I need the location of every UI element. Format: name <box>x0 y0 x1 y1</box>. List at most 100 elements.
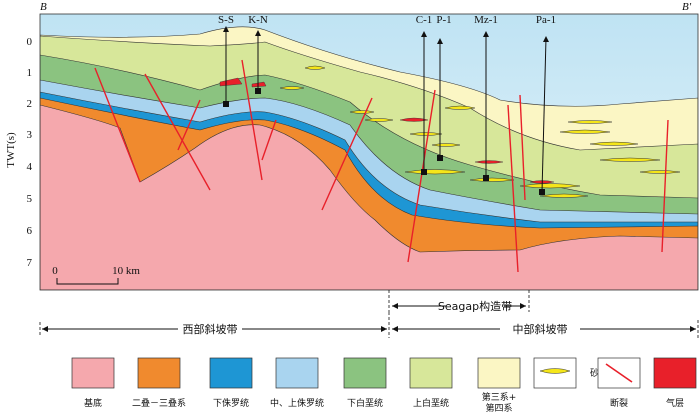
arrowhead-icon <box>483 31 489 37</box>
sand-body <box>304 65 326 70</box>
fault-line <box>144 73 211 191</box>
west-slope-bracket: 西部斜坡带 <box>39 312 390 338</box>
arrowhead-left-icon <box>392 326 398 332</box>
fault-line <box>661 119 669 253</box>
legend-item-fault: 断裂 <box>597 357 641 409</box>
arrowhead-icon <box>421 31 427 37</box>
sand-body <box>539 193 589 198</box>
legend-swatch <box>477 357 521 389</box>
legend-item-lower-jurassic: 下侏罗统 <box>209 357 253 409</box>
sand-body <box>639 170 681 174</box>
well-bottom-marker <box>437 155 443 161</box>
y-tick-label: 5 <box>27 193 33 205</box>
legend: 基底 二叠－三叠系 下侏罗统 中、上侏罗统 下白垩统 上白垩统 第三系+ 第四系 <box>71 357 697 414</box>
y-tick-label: 4 <box>27 161 33 173</box>
section-frame <box>39 13 699 291</box>
seagap-bracket: Seagap构造带 <box>388 290 530 313</box>
legend-item-mid-upper-jurassic: 中、上侏罗统 <box>270 357 324 409</box>
sand-bodies <box>279 65 681 198</box>
scale-end-label: 10 km <box>112 265 140 277</box>
sand-body <box>279 86 305 90</box>
sand-body-icon <box>539 368 571 374</box>
legend-label: 气层 <box>666 397 684 409</box>
legend-item-lower-cretaceous: 下白垩统 <box>343 357 387 409</box>
well-bottom-marker <box>539 189 545 195</box>
y-tick-label: 6 <box>27 225 33 237</box>
legend-label: 下白垩统 <box>347 397 383 409</box>
sand-body <box>567 120 613 124</box>
well-arrowheads <box>223 26 549 44</box>
well-label-s-s: S-S <box>218 14 234 26</box>
well-label-pa-1: Pa-1 <box>536 14 556 26</box>
legend-swatch <box>275 357 319 389</box>
arrowhead-icon <box>223 26 229 32</box>
fault-line <box>241 59 263 181</box>
fault-icon <box>605 363 633 383</box>
fault-line <box>519 94 526 201</box>
y-tick-label: 3 <box>27 129 33 141</box>
legend-label: 基底 <box>84 397 102 409</box>
zone-label-west: 西部斜坡带 <box>183 322 238 336</box>
sand-body <box>559 129 611 134</box>
gas-layers <box>219 77 555 184</box>
well-track-pa-1 <box>541 37 547 193</box>
y-tick-label: 7 <box>27 257 33 269</box>
legend-label: 上白垩统 <box>413 397 449 409</box>
well-bottom-marker <box>223 101 229 107</box>
sand-body <box>599 157 661 162</box>
scale-start-label: 0 <box>52 265 58 277</box>
arrowhead-right-icon <box>690 326 696 332</box>
cross-section-body <box>40 14 698 290</box>
fault-line <box>94 67 141 183</box>
legend-label: 断裂 <box>610 397 628 409</box>
legend-swatch <box>343 357 387 389</box>
legend-swatch <box>409 357 453 389</box>
fault-line <box>177 99 201 151</box>
legend-item-sand: 砂体 <box>533 357 608 389</box>
arrowhead-left-icon <box>42 326 48 332</box>
gas-layer <box>399 117 429 122</box>
sand-body <box>469 177 515 182</box>
sand-body <box>364 118 394 122</box>
legend-item-permo-triassic: 二叠－三叠系 <box>132 357 186 409</box>
legend-label: 二叠－三叠系 <box>132 398 186 409</box>
legend-label: 中、上侏罗统 <box>270 397 324 409</box>
well-bottom-marker <box>255 88 261 94</box>
legend-item-upper-cretaceous: 上白垩统 <box>409 357 453 409</box>
faults <box>94 59 669 273</box>
section-end-left: B <box>40 1 47 13</box>
fault-line <box>321 97 373 211</box>
well-bottom-marker <box>483 175 489 181</box>
central-slope-bracket: 中部斜坡带 <box>392 320 699 338</box>
legend-swatch <box>137 357 181 389</box>
fault-line <box>261 119 277 161</box>
legend-label: 下侏罗统 <box>213 397 249 409</box>
y-axis-title: TWT(s) <box>5 132 17 168</box>
well-label-k-n: K-N <box>248 14 268 26</box>
arrowhead-left-icon <box>392 303 398 309</box>
sand-body <box>409 132 443 136</box>
y-tick-label: 0 <box>27 36 33 48</box>
well-bottoms <box>223 88 545 195</box>
legend-label: 第三系+ <box>482 391 517 403</box>
legend-item-basement: 基底 <box>71 357 115 409</box>
scale-bar: 0 10 km <box>52 265 140 285</box>
gas-layer <box>251 81 267 88</box>
zone-label-seagap: Seagap构造带 <box>438 299 512 313</box>
arrowhead-icon <box>543 36 549 42</box>
sand-body <box>349 110 375 114</box>
well-bottom-marker <box>421 169 427 175</box>
zone-label-central: 中部斜坡带 <box>513 322 568 336</box>
arrowhead-right-icon <box>381 326 387 332</box>
scale-bar-line <box>56 278 119 285</box>
fault-line <box>507 104 519 273</box>
wells <box>225 28 547 193</box>
well-label-p-1: P-1 <box>436 14 451 26</box>
arrowhead-icon <box>255 30 261 36</box>
y-tick-label: 2 <box>27 98 33 110</box>
sand-body <box>589 141 639 146</box>
legend-swatch <box>209 357 253 389</box>
legend-label-line2: 第四系 <box>485 402 512 414</box>
legend-item-tertiary-quaternary: 第三系+ 第四系 <box>477 357 521 414</box>
